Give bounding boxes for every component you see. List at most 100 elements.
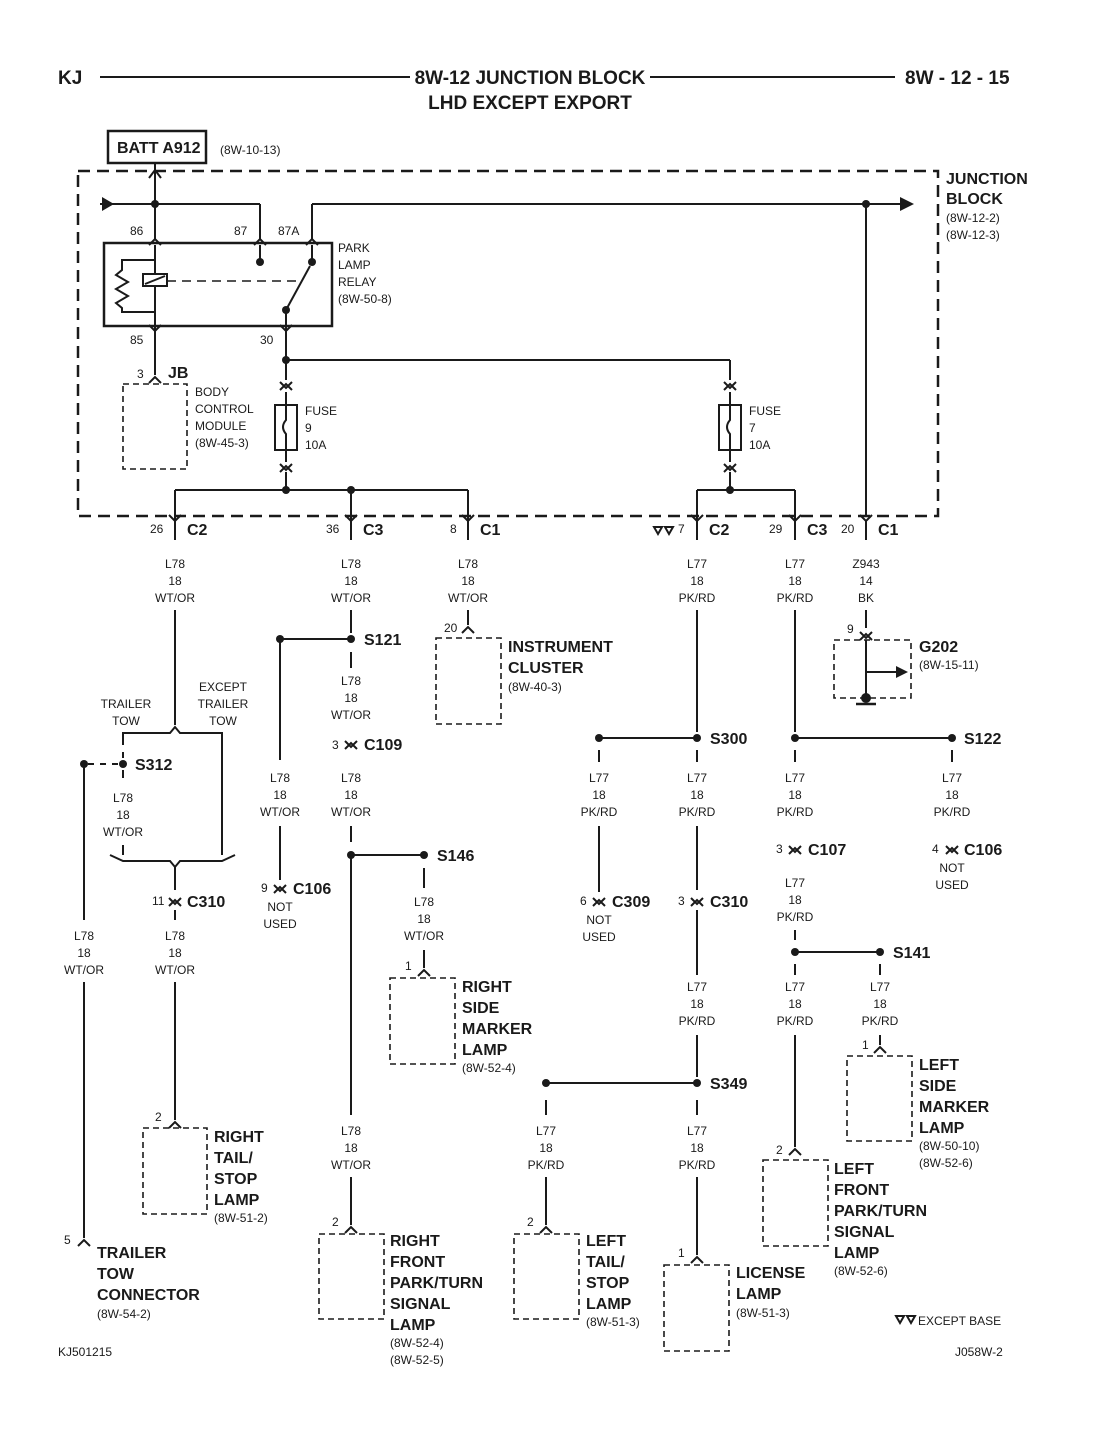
svg-text:L77: L77 — [785, 980, 805, 994]
svg-text:C1: C1 — [878, 522, 899, 539]
svg-text:L78: L78 — [341, 771, 361, 785]
svg-text:LAMP: LAMP — [586, 1296, 632, 1313]
svg-text:(8W-52-4): (8W-52-4) — [390, 1336, 444, 1350]
svg-text:2: 2 — [155, 1110, 162, 1124]
svg-text:LEFT: LEFT — [919, 1057, 959, 1074]
svg-text:C3: C3 — [363, 522, 384, 539]
svg-text:PARK/TURN: PARK/TURN — [834, 1203, 927, 1220]
svg-text:86: 86 — [130, 224, 144, 238]
svg-text:CONNECTOR: CONNECTOR — [97, 1287, 200, 1304]
svg-text:PK/RD: PK/RD — [934, 805, 971, 819]
svg-text:L77: L77 — [589, 771, 609, 785]
svg-text:18: 18 — [344, 1141, 358, 1155]
svg-text:TRAILER: TRAILER — [198, 697, 249, 711]
svg-text:BODY: BODY — [195, 385, 229, 399]
svg-text:(8W-52-5): (8W-52-5) — [390, 1353, 444, 1367]
svg-text:LAMP: LAMP — [390, 1317, 436, 1334]
svg-text:C107: C107 — [808, 842, 846, 859]
batt-a912: BATT A912 (8W-10-13) — [106, 129, 280, 165]
svg-text:20: 20 — [444, 621, 458, 635]
page-footer: KJ501215 J058W-2 EXCEPT BASE — [58, 1314, 1003, 1359]
svg-text:(8W-54-2): (8W-54-2) — [97, 1307, 151, 1321]
svg-text:C109: C109 — [364, 737, 402, 754]
left-front-park-turn-signal-lamp: 2 LEFT FRONT PARK/TURN SIGNAL LAMP (8W-5… — [762, 1143, 927, 1278]
svg-text:L78: L78 — [341, 1124, 361, 1138]
svg-text:(8W-50-10): (8W-50-10) — [919, 1139, 979, 1153]
svg-text:4: 4 — [932, 842, 939, 856]
svg-text:L78: L78 — [341, 557, 361, 571]
svg-text:C2: C2 — [187, 522, 208, 539]
svg-text:PK/RD: PK/RD — [777, 805, 814, 819]
svg-text:WT/OR: WT/OR — [331, 1158, 371, 1172]
svg-text:C2: C2 — [709, 522, 730, 539]
svg-text:18: 18 — [788, 788, 802, 802]
svg-text:9: 9 — [847, 622, 854, 636]
svg-text:Z943: Z943 — [852, 557, 880, 571]
svg-text:TOW: TOW — [97, 1266, 135, 1283]
svg-text:18: 18 — [945, 788, 959, 802]
svg-text:LEFT: LEFT — [586, 1233, 626, 1250]
svg-text:3: 3 — [332, 738, 339, 752]
svg-text:WT/OR: WT/OR — [331, 591, 371, 605]
svg-text:(8W-12-3): (8W-12-3) — [946, 228, 1000, 242]
instrument-cluster: 20 INSTRUMENT CLUSTER (8W-40-3) — [435, 610, 613, 725]
svg-text:TRAILER: TRAILER — [101, 697, 152, 711]
svg-text:PK/RD: PK/RD — [679, 591, 716, 605]
svg-text:(8W-15-11): (8W-15-11) — [919, 658, 979, 672]
svg-text:9: 9 — [305, 421, 312, 435]
svg-text:S141: S141 — [893, 945, 930, 962]
page-header: KJ 8W-12 JUNCTION BLOCK 8W - 12 - 15 LHD… — [58, 68, 1010, 114]
left-side-marker-lamp: 1 LEFT SIDE MARKER LAMP (8W-50-10) (8W-5… — [846, 1038, 990, 1170]
svg-text:2: 2 — [527, 1215, 534, 1229]
svg-text:14: 14 — [859, 574, 873, 588]
svg-text:J058W-2: J058W-2 — [955, 1345, 1003, 1359]
svg-text:JUNCTION: JUNCTION — [946, 171, 1028, 188]
svg-text:LEFT: LEFT — [834, 1161, 874, 1178]
svg-text:(8W-10-13): (8W-10-13) — [220, 143, 280, 157]
circuit-c3-36: S121 L78 18 WT/OR 3 C109 L78 18 WT/OR S1… — [260, 610, 474, 1234]
page-title: 8W-12 JUNCTION BLOCK — [415, 68, 646, 89]
svg-text:L77: L77 — [785, 876, 805, 890]
svg-text:8: 8 — [450, 522, 457, 536]
svg-text:L77: L77 — [870, 980, 890, 994]
svg-text:INSTRUMENT: INSTRUMENT — [508, 639, 613, 656]
left-tail-stop-lamp: 2 LEFT TAIL/ STOP LAMP (8W-51-3) — [513, 1215, 640, 1329]
svg-text:3: 3 — [776, 842, 783, 856]
svg-text:WT/OR: WT/OR — [64, 963, 104, 977]
svg-text:(8W-45-3): (8W-45-3) — [195, 436, 249, 450]
svg-text:TOW: TOW — [209, 714, 237, 728]
svg-text:NOT: NOT — [939, 861, 965, 875]
svg-text:2: 2 — [332, 1215, 339, 1229]
svg-text:7: 7 — [678, 522, 685, 536]
output-buses — [174, 486, 796, 520]
svg-text:L77: L77 — [687, 980, 707, 994]
svg-text:3: 3 — [137, 367, 144, 381]
svg-text:SIGNAL: SIGNAL — [390, 1296, 451, 1313]
svg-text:USED: USED — [935, 878, 969, 892]
svg-text:26: 26 — [150, 522, 164, 536]
svg-text:L78: L78 — [165, 557, 185, 571]
svg-text:L77: L77 — [785, 557, 805, 571]
svg-text:L77: L77 — [536, 1124, 556, 1138]
svg-text:BATT A912: BATT A912 — [117, 140, 201, 157]
svg-text:LICENSE: LICENSE — [736, 1265, 806, 1282]
svg-text:18: 18 — [168, 946, 182, 960]
svg-text:BK: BK — [858, 591, 874, 605]
battery-feed — [100, 163, 914, 515]
svg-text:(8W-50-8): (8W-50-8) — [338, 292, 392, 306]
svg-text:18: 18 — [344, 691, 358, 705]
svg-text:TAIL/: TAIL/ — [586, 1254, 625, 1271]
svg-text:L78: L78 — [341, 674, 361, 688]
svg-text:L77: L77 — [942, 771, 962, 785]
svg-text:18: 18 — [461, 574, 475, 588]
svg-text:C310: C310 — [710, 894, 748, 911]
svg-text:S312: S312 — [135, 757, 172, 774]
license-lamp: 1 LICENSE LAMP (8W-51-3) — [663, 1246, 806, 1352]
svg-text:EXCEPT: EXCEPT — [199, 680, 248, 694]
svg-text:LAMP: LAMP — [736, 1286, 782, 1303]
svg-text:PK/RD: PK/RD — [581, 805, 618, 819]
svg-text:LAMP: LAMP — [834, 1245, 880, 1262]
svg-text:SIDE: SIDE — [462, 1000, 500, 1017]
svg-text:1: 1 — [678, 1246, 685, 1260]
